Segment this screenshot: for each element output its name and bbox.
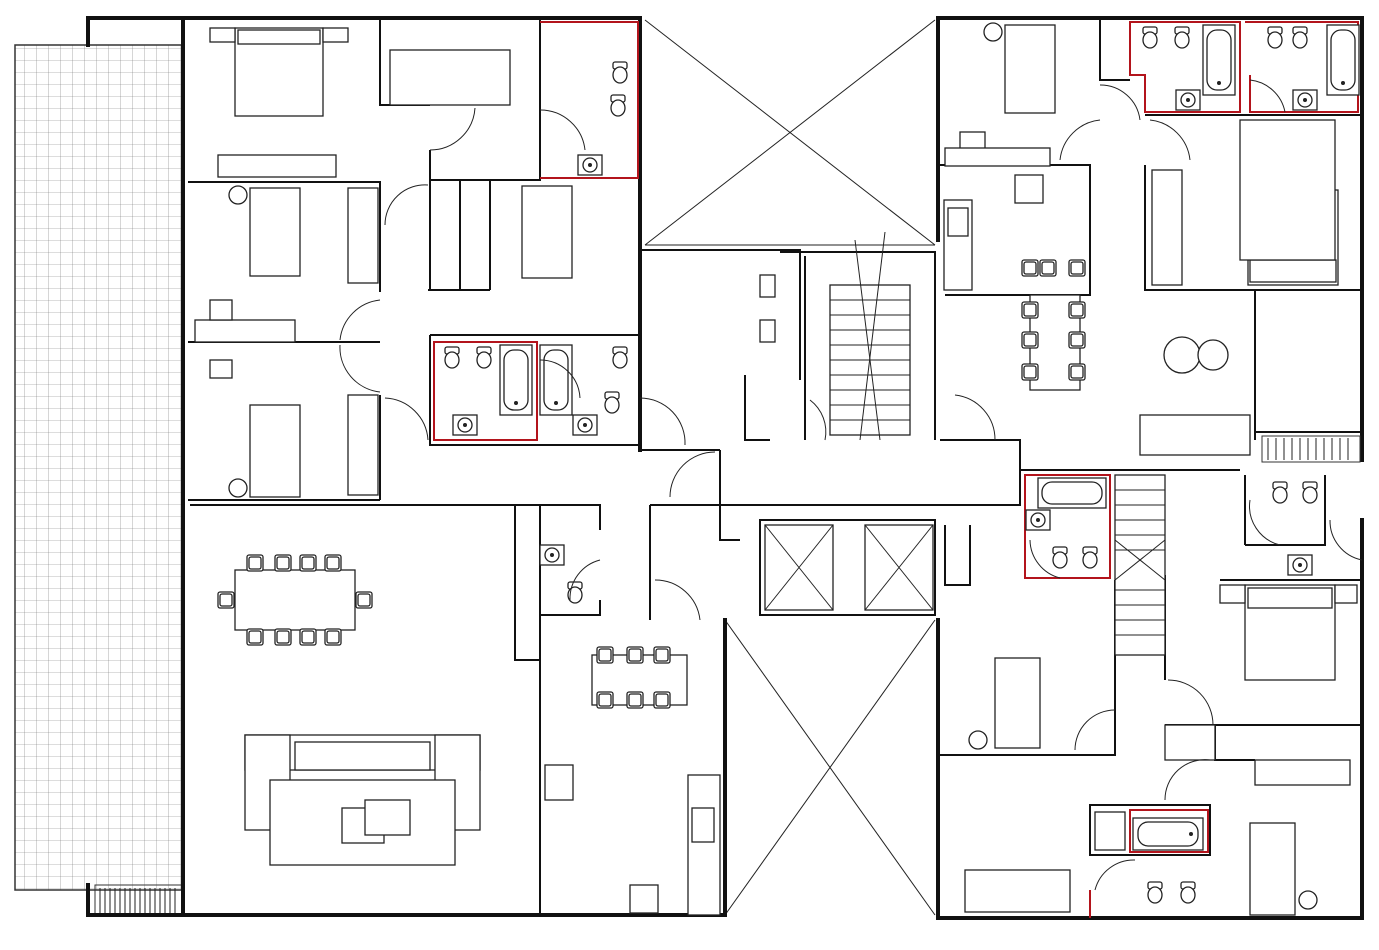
single-bed <box>994 657 1041 749</box>
sofa <box>1139 414 1251 456</box>
light-well-south <box>724 619 936 916</box>
door-swings <box>1029 499 1363 891</box>
wardrobe <box>217 154 337 178</box>
stair <box>829 231 911 441</box>
desk <box>194 319 296 343</box>
stair <box>1114 474 1166 656</box>
elevator <box>864 524 934 611</box>
wardrobe <box>347 394 379 496</box>
single-bed <box>521 185 573 279</box>
dining-table <box>217 554 373 646</box>
north-east-apartment <box>940 20 1362 463</box>
single-bed <box>1004 24 1056 114</box>
windows <box>181 138 1364 807</box>
single-bed <box>1249 822 1296 916</box>
outer-walls <box>86 16 1364 920</box>
terrace <box>14 44 184 916</box>
kitchen-table <box>591 646 688 709</box>
south-east-apartment <box>940 469 1363 918</box>
desk <box>964 869 1071 913</box>
wardrobe <box>1164 724 1216 761</box>
elevator <box>764 524 834 611</box>
cooktop <box>629 884 659 914</box>
desk <box>944 147 1051 167</box>
sofa <box>244 734 481 831</box>
wardrobe <box>347 187 379 284</box>
kitchen-counter <box>687 774 721 916</box>
wardrobe <box>1151 169 1183 286</box>
terrace-tiles <box>14 44 184 891</box>
door-swings <box>339 107 716 621</box>
dining-table <box>1021 259 1086 391</box>
terrace-railing-bars <box>99 888 176 914</box>
balcony-railing <box>1261 435 1361 463</box>
west-apartment <box>188 20 740 916</box>
toilet <box>610 61 628 117</box>
door-swings <box>1059 79 1286 161</box>
building-core <box>640 231 1021 616</box>
light-well-north <box>644 19 936 246</box>
single-bed <box>249 404 301 498</box>
cooktop <box>1014 174 1044 204</box>
desk <box>389 49 511 106</box>
single-bed <box>249 187 301 277</box>
